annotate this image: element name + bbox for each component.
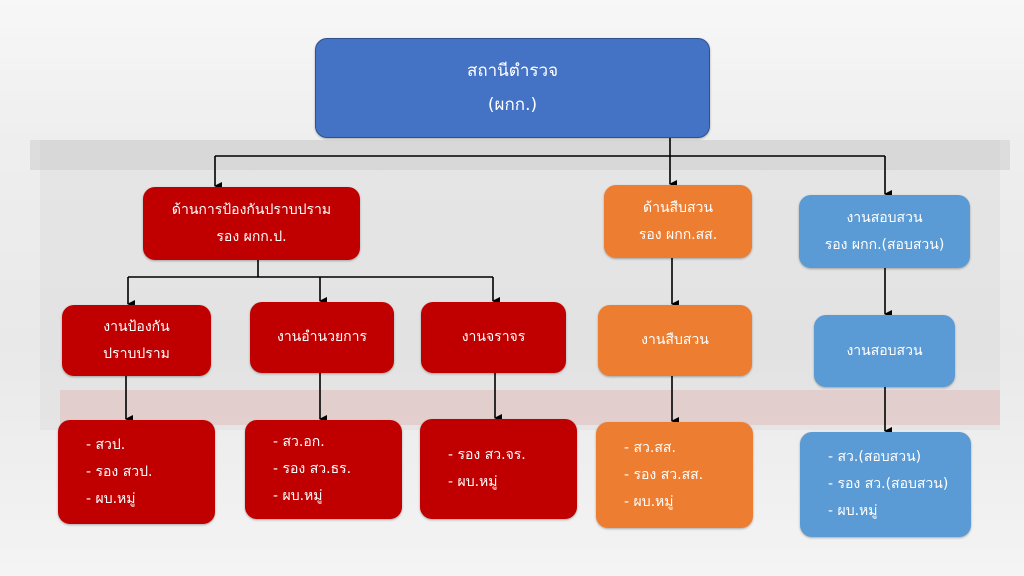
staff-item: - รอง สว.ธร. xyxy=(273,461,352,477)
unit-title: งานอำนวยการ xyxy=(276,329,368,345)
unit-title: งานจราจร xyxy=(461,329,526,345)
staff-item: - สว.(สอบสวน) xyxy=(828,449,922,465)
unit-prevention: งานป้องกัน ปราบปราม xyxy=(62,305,211,376)
staff-item: - ผบ.หมู่ xyxy=(448,474,498,490)
staff-item: - รอง สว.จร. xyxy=(448,447,526,463)
division-head: รอง ผกก.สส. xyxy=(638,226,718,243)
division-investigation: ด้านสืบสวน รอง ผกก.สส. xyxy=(604,185,752,258)
station-title: สถานีตำรวจ xyxy=(466,61,559,81)
staff-item: - ผบ.หมู่ xyxy=(624,493,674,510)
division-head: รอง ผกก.(สอบสวน) xyxy=(824,236,945,253)
unit-administration: งานอำนวยการ xyxy=(250,302,394,373)
division-title: งานสอบสวน xyxy=(846,209,923,226)
staff-item: - ผบ.หมู่ xyxy=(86,490,136,507)
division-prevention: ด้านการป้องกันปราบปราม รอง ผกก.ป. xyxy=(143,187,360,260)
unit-investigation: งานสืบสวน xyxy=(598,305,752,376)
staff-item: - รอง สวป. xyxy=(86,463,153,480)
unit-inquiry: งานสอบสวน xyxy=(814,315,955,387)
staff-administration: - สว.อก. - รอง สว.ธร. - ผบ.หมู่ xyxy=(245,420,402,519)
staff-item: - ผบ.หมู่ xyxy=(273,488,323,504)
unit-title: งานสืบสวน xyxy=(641,332,709,348)
staff-item: - รอง สว.สส. xyxy=(624,466,704,483)
staff-inquiry: - สว.(สอบสวน) - รอง สว.(สอบสวน) - ผบ.หมู… xyxy=(800,432,971,537)
staff-item: - สว.สส. xyxy=(624,439,676,456)
station-box: สถานีตำรวจ (ผกก.) xyxy=(315,38,710,138)
background-building-roof xyxy=(30,140,1010,170)
staff-investigation: - สว.สส. - รอง สว.สส. - ผบ.หมู่ xyxy=(596,422,753,528)
staff-item: - รอง สว.(สอบสวน) xyxy=(828,476,949,492)
unit-traffic: งานจราจร xyxy=(421,302,566,373)
station-subtitle: (ผกก.) xyxy=(487,95,538,115)
unit-title: งานป้องกัน xyxy=(103,318,170,335)
staff-item: - สว.อก. xyxy=(273,434,325,450)
staff-traffic: - รอง สว.จร. - ผบ.หมู่ xyxy=(420,419,577,519)
staff-item: - ผบ.หมู่ xyxy=(828,503,878,519)
staff-prevention: - สวป. - รอง สวป. - ผบ.หมู่ xyxy=(58,420,215,524)
division-inquiry: งานสอบสวน รอง ผกก.(สอบสวน) xyxy=(799,195,970,268)
unit-title: งานสอบสวน xyxy=(846,342,923,359)
staff-item: - สวป. xyxy=(86,436,126,453)
division-head: รอง ผกก.ป. xyxy=(216,228,287,245)
unit-title-2: ปราบปราม xyxy=(103,345,170,362)
division-title: ด้านสืบสวน xyxy=(643,199,713,216)
division-title: ด้านการป้องกันปราบปราม xyxy=(171,201,332,218)
